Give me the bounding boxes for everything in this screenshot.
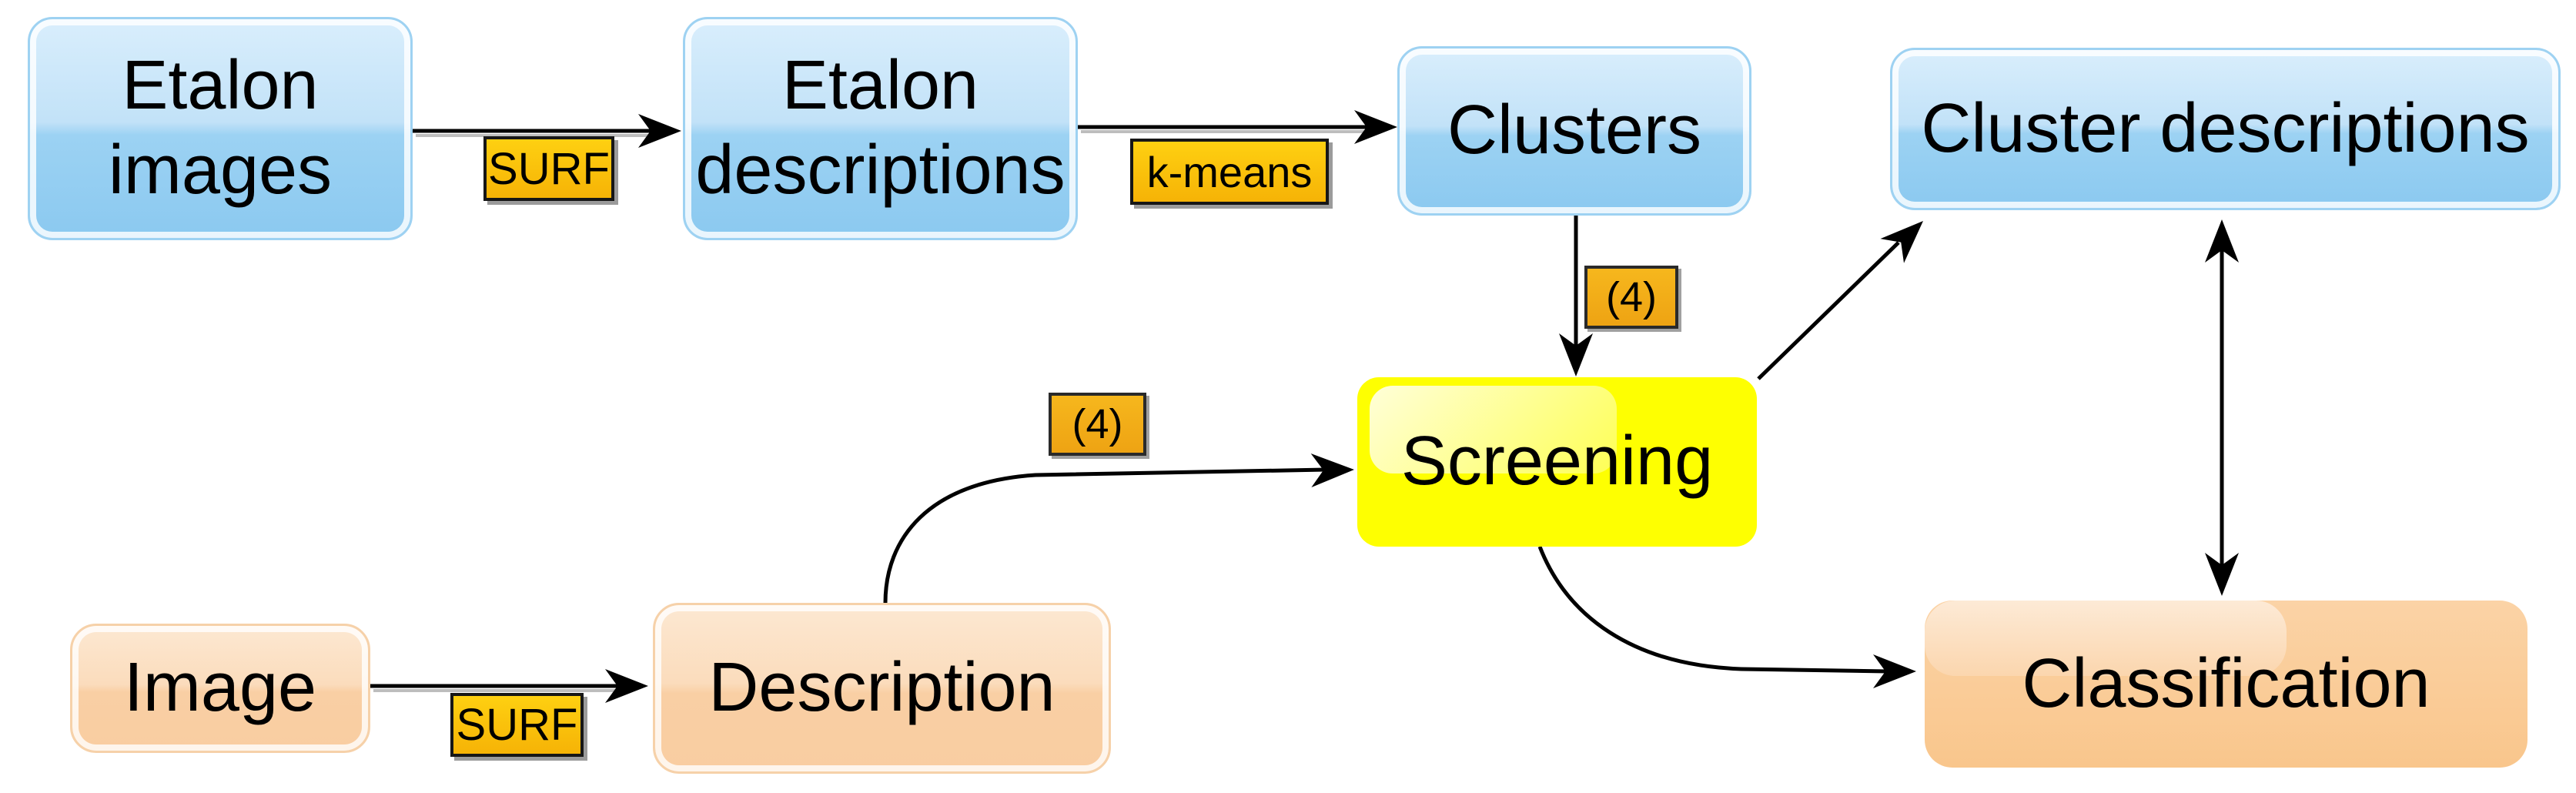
node-label: Description (708, 649, 1055, 727)
node-clusters: Clusters (1397, 46, 1751, 216)
arrowhead-cluster-descriptions (1880, 221, 1923, 263)
node-etalon-descriptions: Etalon descriptions (683, 17, 1078, 240)
node-label: Screening (1400, 423, 1714, 500)
node-cluster-descriptions: Cluster descriptions (1890, 48, 2561, 210)
node-screening: Screening (1357, 377, 1757, 547)
arrow-screening-to-cluster-descriptions (1757, 241, 1900, 380)
edge-label-text: SURF (456, 700, 578, 750)
arrow-description-to-screening (883, 467, 1326, 604)
node-image: Image (70, 624, 370, 753)
node-label: Clusters (1447, 92, 1702, 169)
arrowhead-clusters (1354, 110, 1397, 144)
edge-label-text: (4) (1606, 274, 1657, 320)
arrowhead-down (2205, 553, 2239, 596)
arrowhead-screening-left (1310, 453, 1354, 487)
edge-label-surf-bottom: SURF (450, 693, 584, 757)
edge-label-text: SURF (488, 143, 610, 194)
edge-label-text: (4) (1072, 401, 1123, 447)
node-label: Etalon images (108, 47, 333, 209)
arrow-screening-to-classification (1537, 546, 1889, 674)
arrowhead-up (2205, 219, 2239, 263)
edge-label-four-description: (4) (1049, 393, 1146, 456)
edge-label-surf-top: SURF (483, 136, 614, 201)
edge-label-four-clusters: (4) (1584, 266, 1678, 329)
arrowhead-screening-top (1559, 333, 1593, 376)
arrowhead-description (605, 669, 648, 703)
node-classification: Classification (1925, 601, 2527, 768)
edge-label-text: k-means (1146, 147, 1313, 196)
arrowhead-etalon-descriptions (638, 114, 681, 148)
node-label: Classification (2022, 644, 2430, 722)
node-etalon-images: Etalon images (28, 17, 413, 240)
node-description: Description (653, 603, 1111, 774)
edge-label-kmeans: k-means (1130, 139, 1329, 205)
node-label: Etalon descriptions (695, 47, 1066, 209)
node-label: Image (123, 649, 317, 727)
arrowhead-classification-left (1873, 654, 1916, 688)
node-label: Cluster descriptions (1921, 89, 2530, 167)
